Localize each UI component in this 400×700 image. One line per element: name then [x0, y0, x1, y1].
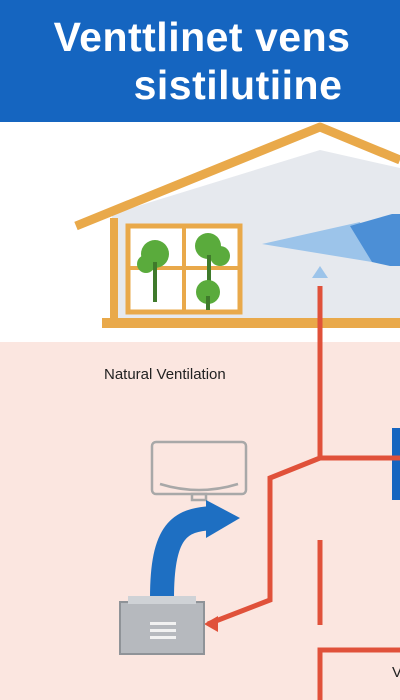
house-floor-beam [102, 318, 400, 328]
air-unit-panel [392, 428, 400, 500]
house-post-left [110, 218, 118, 324]
duct-arrowhead [204, 616, 218, 632]
supply-ducts [207, 286, 400, 700]
ventilation-unit-icon [119, 596, 205, 655]
airflow-arrow-icon [262, 214, 400, 278]
natural-ventilation-label: Natural Ventilation [104, 366, 226, 383]
partial-label: V [392, 664, 400, 681]
title-banner: Venttlinet vens sistilutiine [0, 0, 400, 122]
window-icon [125, 223, 243, 315]
title-line-1: Venttlinet vens [53, 14, 351, 60]
title-line-2: sistilutiine [133, 62, 343, 108]
tv-icon [150, 440, 248, 502]
house-roof [74, 122, 400, 231]
